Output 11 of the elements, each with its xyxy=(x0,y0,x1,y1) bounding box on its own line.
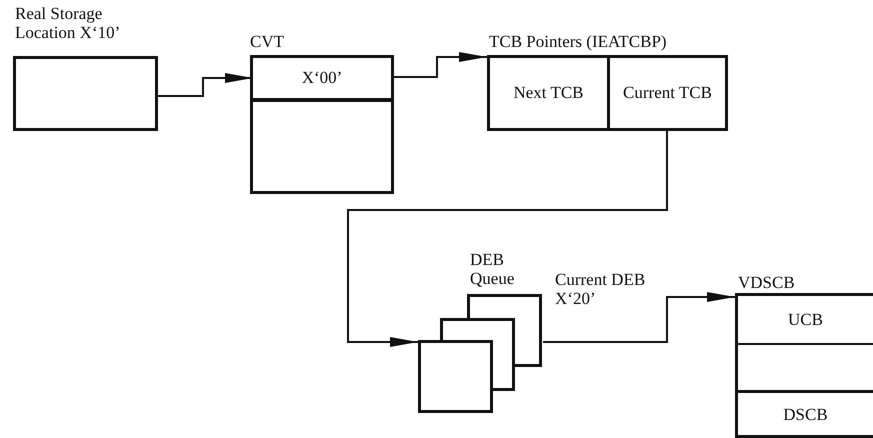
field-cell: X‘00’ xyxy=(253,58,391,100)
field-cell: DSCB xyxy=(738,390,873,436)
arrow xyxy=(543,292,735,343)
box-heading: VDSCB xyxy=(738,273,796,292)
box-heading: Real Storage Location X‘10’ xyxy=(15,4,122,42)
field-cell: Next TCB xyxy=(490,58,610,128)
field-cell: Current TCB xyxy=(610,58,725,128)
box-heading: TCB Pointers (IEATCBP) xyxy=(489,32,668,51)
box-heading: CVT xyxy=(250,32,285,51)
field-cell: UCB xyxy=(738,296,873,343)
box-heading: DEB Queue xyxy=(470,250,516,288)
